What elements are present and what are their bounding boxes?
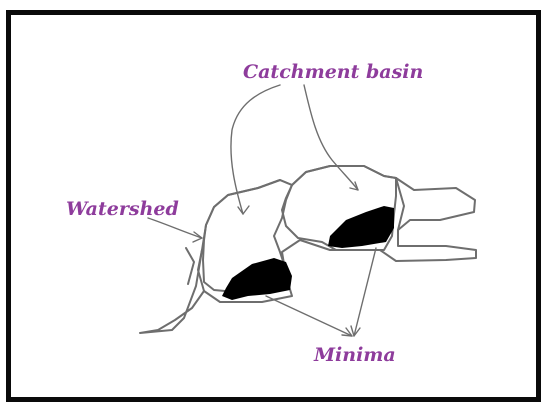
catchment-basin-label: Catchment basin — [243, 63, 423, 82]
terrain-ridge-outline — [140, 166, 476, 333]
ridge-stroke — [396, 178, 404, 230]
watershed-arrow — [148, 218, 202, 238]
watershed-label: Watershed — [66, 200, 179, 219]
minima-arrow-right — [354, 248, 376, 336]
minimum-left — [222, 258, 292, 300]
minima-label: Minima — [314, 346, 396, 365]
catchment-arrow-right — [304, 85, 358, 190]
minima-arrow-left — [266, 296, 352, 336]
catchment-arrow-left — [231, 85, 280, 214]
ridge-stroke — [186, 248, 194, 284]
minimum-right — [328, 206, 394, 248]
catchment-arrow-left-head — [238, 206, 249, 214]
